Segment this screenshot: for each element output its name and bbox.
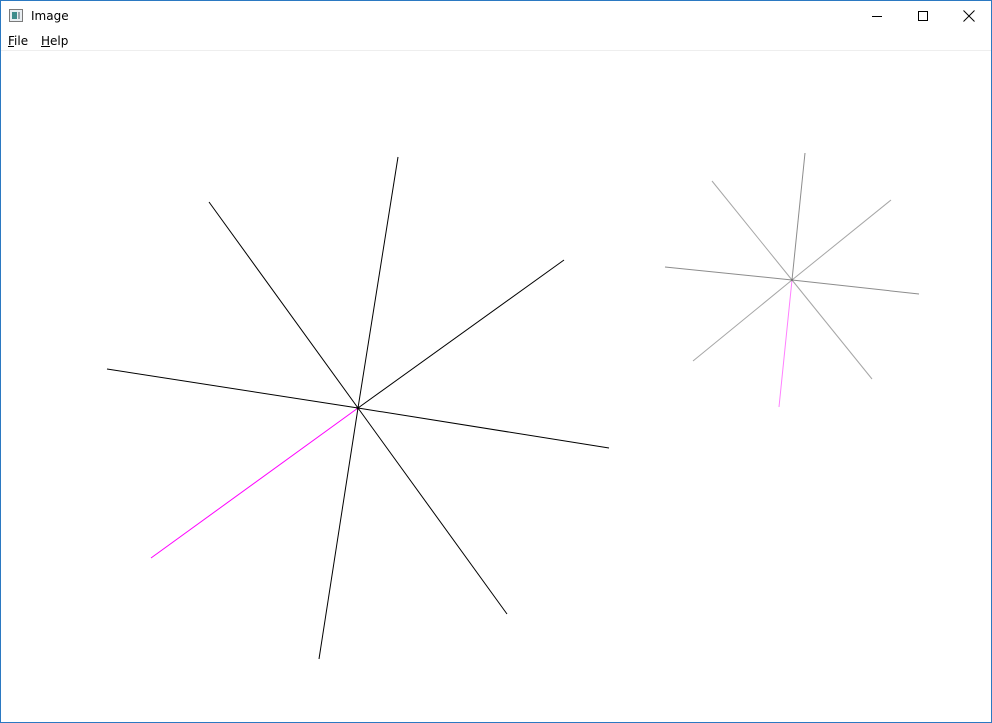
- menu-file-accelerator: F: [8, 34, 15, 48]
- small-star-ray: [692, 279, 793, 362]
- small-star-ray-highlight: [778, 279, 793, 408]
- title-bar[interactable]: Image: [1, 1, 991, 31]
- menu-file-label: ile: [14, 34, 29, 48]
- menu-help[interactable]: Help: [41, 34, 68, 49]
- large-star-ray: [357, 407, 508, 615]
- maximize-button[interactable]: [900, 1, 946, 31]
- minimize-button[interactable]: [854, 1, 900, 31]
- small-star-ray: [664, 266, 793, 281]
- menu-file[interactable]: File: [8, 34, 28, 49]
- large-star-ray: [318, 407, 359, 660]
- small-star-ray: [711, 180, 793, 281]
- large-star-ray: [357, 156, 399, 409]
- large-star-center: [356, 406, 360, 410]
- app-image-icon: [9, 9, 23, 22]
- large-star: [106, 156, 610, 660]
- drawing-canvas[interactable]: [1, 51, 991, 722]
- small-star-ray: [791, 199, 892, 281]
- close-button[interactable]: [946, 1, 991, 31]
- window-title: Image: [31, 9, 69, 23]
- large-star-ray: [357, 407, 610, 449]
- large-star-ray-highlight: [150, 407, 359, 559]
- small-star: [664, 152, 920, 408]
- large-star-ray: [357, 259, 565, 409]
- menu-bar: File Help: [1, 31, 991, 51]
- menu-help-accelerator: H: [41, 34, 51, 48]
- small-star-ray: [791, 279, 920, 295]
- large-star-ray: [106, 368, 359, 409]
- small-star-center: [790, 278, 794, 282]
- menu-help-label: elp: [50, 34, 69, 48]
- small-star-ray: [791, 152, 806, 281]
- large-star-ray: [208, 201, 359, 409]
- canvas-svg: [106, 152, 920, 660]
- small-star-ray: [791, 279, 873, 380]
- close-icon: [963, 10, 975, 22]
